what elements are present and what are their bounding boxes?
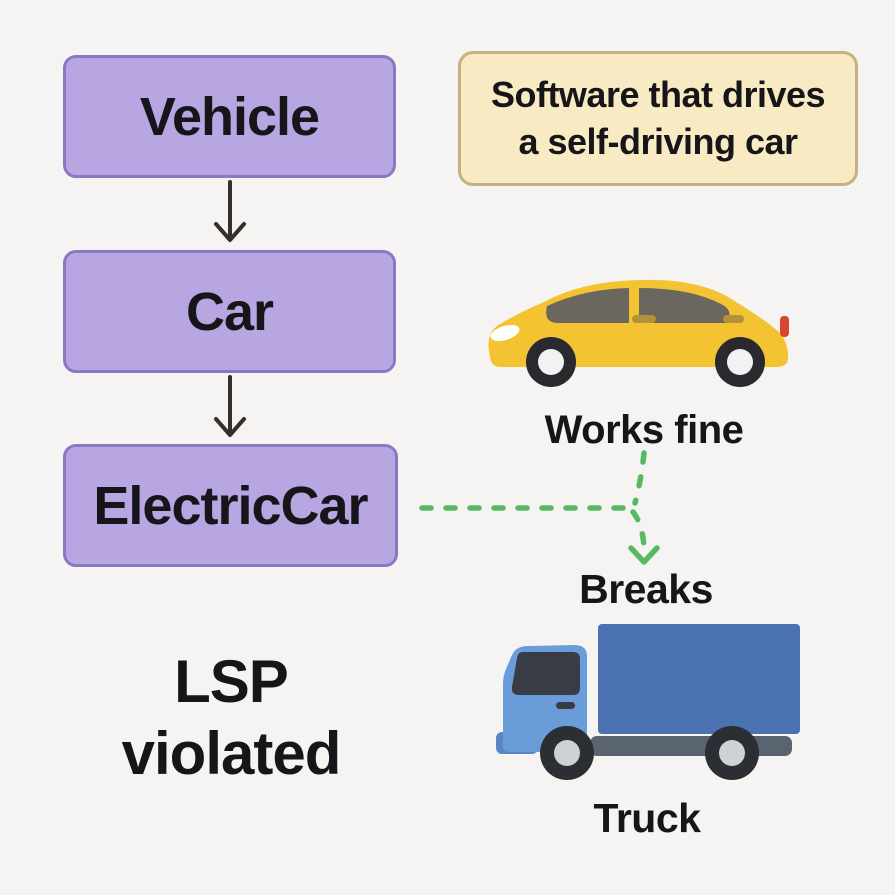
class-box-vehicle: Vehicle: [63, 55, 396, 178]
inheritance-arrow-car-electriccar: [214, 375, 246, 437]
truck-rear-hub: [719, 740, 745, 766]
car-rear-window: [639, 288, 730, 323]
car-headlight: [490, 324, 520, 342]
note-line-1: Software that drives: [490, 74, 826, 116]
inheritance-arrow-vehicle-car: [214, 180, 246, 242]
truck-chassis: [590, 736, 792, 756]
note-box: Software that drives a self-driving car: [458, 51, 858, 186]
footer-line-1: LSP: [174, 648, 289, 715]
class-box-car: Car: [63, 250, 396, 373]
footer-line-2: violated: [121, 720, 342, 787]
footer-lsp-violated: LSP violated: [66, 646, 396, 790]
car-door-handle-rear: [723, 315, 744, 323]
class-box-vehicle-label: Vehicle: [139, 86, 320, 147]
car-front-window: [546, 288, 629, 323]
car-front-hub: [538, 349, 564, 375]
caption-truck: Truck: [593, 795, 701, 841]
class-box-electriccar-label: ElectricCar: [93, 475, 368, 536]
truck-door-handle: [556, 702, 575, 709]
truck-cargo-box: [598, 624, 800, 734]
dashed-flow-arrow: [419, 450, 660, 565]
truck-icon: [496, 624, 800, 780]
car-icon: [488, 279, 789, 387]
truck-cab-window: [511, 652, 580, 695]
caption-breaks: Breaks: [579, 566, 713, 612]
caption-works-fine: Works fine: [544, 408, 744, 452]
truck-front-hub: [554, 740, 580, 766]
note-line-2: a self-driving car: [518, 120, 798, 162]
car-rear-hub: [727, 349, 753, 375]
class-box-car-label: Car: [185, 281, 274, 342]
dashed-arrowhead: [628, 545, 660, 565]
car-door-handle-front: [632, 315, 656, 323]
car-taillight: [780, 316, 789, 337]
class-box-electriccar: ElectricCar: [63, 444, 398, 567]
